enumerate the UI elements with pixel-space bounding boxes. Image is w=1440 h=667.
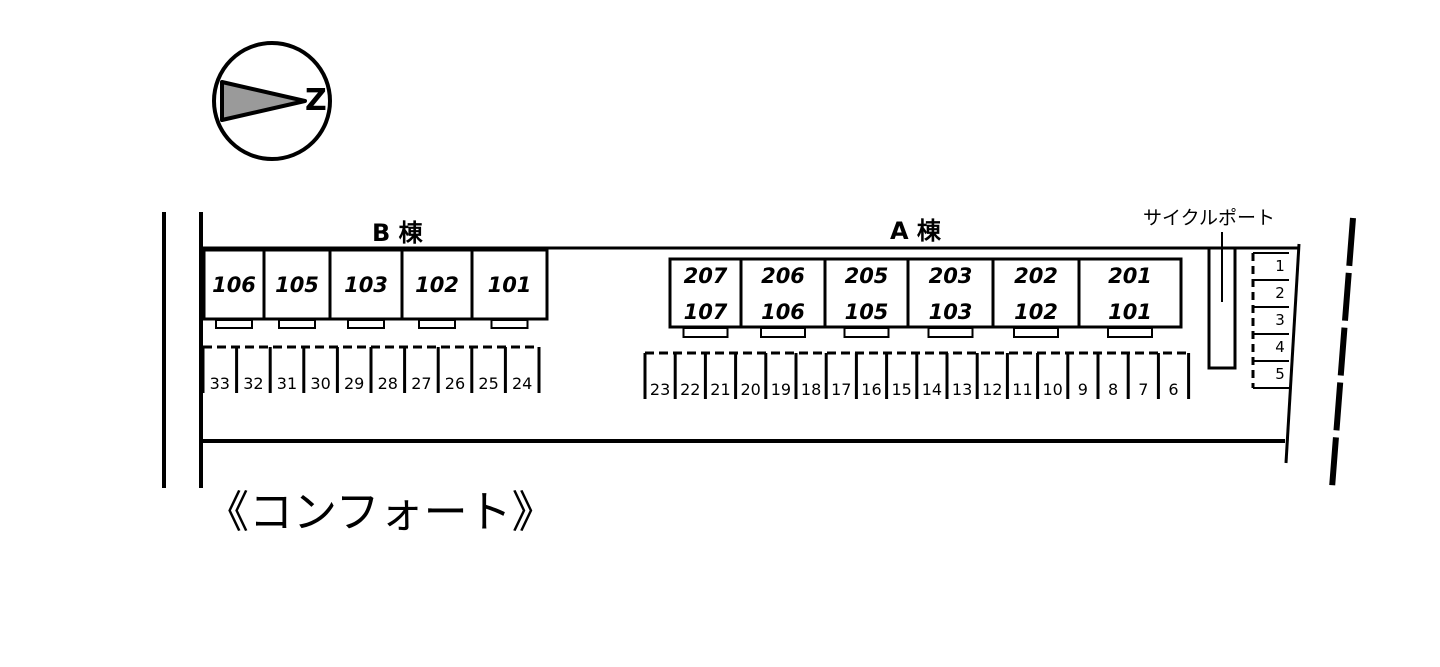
bike-space-number: 2: [1275, 284, 1285, 302]
bike-space-number: 4: [1275, 338, 1285, 356]
unit-label-lower: 101: [1108, 300, 1152, 324]
building-a-outline: [668, 257, 1183, 329]
entrance-step: [760, 327, 806, 338]
unit-label-upper: 201: [1108, 264, 1152, 288]
unit-label: 101: [487, 273, 532, 297]
parking-space-number: 23: [649, 380, 671, 399]
parking-space-number: 7: [1138, 380, 1149, 399]
parking-space-number: 17: [831, 380, 852, 399]
parking-space-number: 24: [512, 374, 533, 393]
compass: [212, 41, 332, 161]
entrance-step: [1107, 327, 1153, 338]
unit-label-upper: 207: [683, 264, 728, 288]
parking-space-number: 21: [710, 380, 731, 399]
unit-label: 106: [212, 273, 256, 297]
entrance-step: [682, 327, 729, 338]
bike-space-number: 3: [1275, 311, 1285, 329]
parking-space-number: 20: [740, 380, 761, 399]
property-name: 《コンフォート》: [205, 487, 556, 538]
entrance-step: [1013, 327, 1059, 338]
parking-space-number: 11: [1012, 380, 1033, 399]
unit-label-lower: 107: [683, 300, 728, 324]
road-line-right: [1329, 217, 1356, 489]
parking-space-number: 10: [1042, 380, 1063, 399]
unit-label-upper: 206: [761, 264, 805, 288]
unit-label-lower: 102: [1014, 300, 1058, 324]
parking-space-number: 31: [276, 374, 298, 393]
parking-lines: [201, 345, 1191, 399]
parking-space-number: 27: [411, 374, 432, 393]
unit-label-lower: 103: [928, 300, 973, 324]
entrance-step: [927, 327, 974, 338]
cycle-port-label: サイクルポート: [1143, 207, 1276, 229]
entrance-step: [278, 319, 316, 329]
entrance-step: [418, 319, 456, 329]
compass-letter: Z: [305, 83, 327, 118]
unit-label-upper: 205: [844, 264, 889, 288]
unit-label-upper: 202: [1014, 264, 1058, 288]
parking-space-number: 8: [1108, 380, 1119, 399]
bike-space-number: 1: [1275, 257, 1285, 275]
parking-space-number: 28: [377, 374, 398, 393]
unit-label: 105: [275, 273, 319, 297]
parking-space-number: 32: [243, 374, 264, 393]
site-boundary-right: [1284, 243, 1301, 464]
wing-b-label: B 棟: [372, 219, 423, 247]
parking-space-number: 16: [861, 380, 882, 399]
parking-space-number: 15: [891, 380, 912, 399]
unit-label: 102: [415, 273, 459, 297]
parking-space-number: 13: [951, 380, 973, 399]
unit-dividers: [262, 250, 1081, 327]
parking-space-number: 14: [921, 380, 943, 399]
parking-space-number: 19: [770, 380, 792, 399]
entrance-step: [347, 319, 385, 329]
parking-space-number: 30: [310, 374, 331, 393]
unit-label-lower: 106: [761, 300, 805, 324]
parking-space-number: 12: [982, 380, 1003, 399]
parking-space-number: 33: [209, 374, 230, 393]
parking-space-number: 9: [1077, 380, 1088, 399]
wing-a-label: A 棟: [890, 217, 941, 245]
entrance-step: [843, 327, 890, 338]
parking-space-number: 6: [1168, 380, 1179, 399]
entrance-step: [215, 319, 253, 329]
compass-arrow-icon: [220, 80, 307, 122]
parking-space-number: 25: [478, 374, 499, 393]
unit-label-lower: 105: [844, 300, 889, 324]
entrance-step: [490, 319, 529, 329]
parking-space-number: 18: [800, 380, 822, 399]
unit-label-upper: 203: [928, 264, 973, 288]
parking-space-number: 29: [344, 374, 365, 393]
bike-space-lines: [1251, 252, 1289, 389]
bike-space-number: 5: [1275, 365, 1285, 383]
parking-space-number: 26: [444, 374, 466, 393]
entrance-steps: [215, 319, 1153, 338]
parking-space-number: 22: [680, 380, 701, 399]
unit-label: 103: [344, 273, 388, 297]
